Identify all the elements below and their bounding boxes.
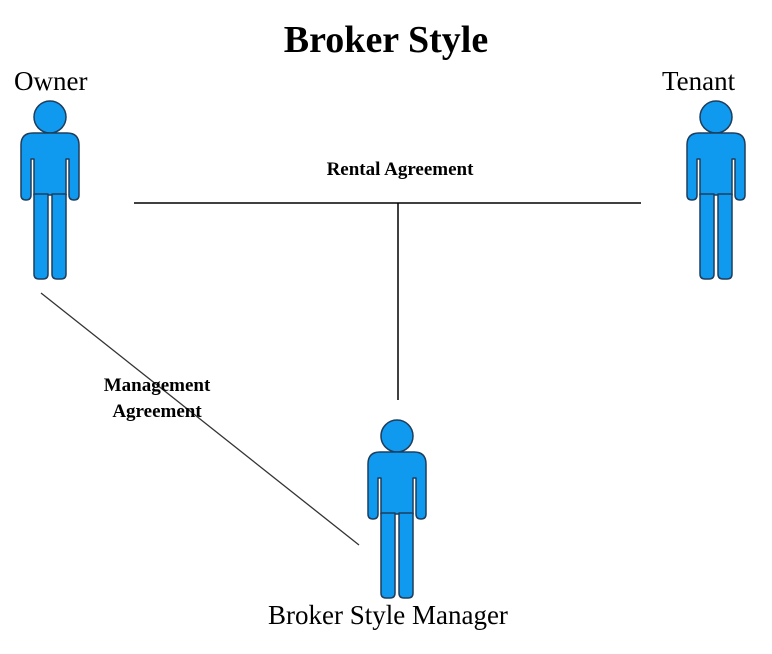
management-agreement-line [40, 292, 360, 546]
manager-label: Broker Style Manager [268, 600, 508, 630]
management-agreement-label-line1: Management [103, 375, 211, 396]
owner-label: Owner [14, 66, 88, 96]
owner-person-icon [20, 100, 80, 280]
rental-agreement-label: Rental Agreement [326, 159, 474, 180]
tenant-person-icon [686, 100, 746, 280]
tenant-label: Tenant [662, 66, 736, 96]
manager-person-icon [367, 419, 427, 599]
management-agreement-label-line2: Agreement [112, 401, 202, 422]
diagram-title: Broker Style [283, 19, 489, 61]
